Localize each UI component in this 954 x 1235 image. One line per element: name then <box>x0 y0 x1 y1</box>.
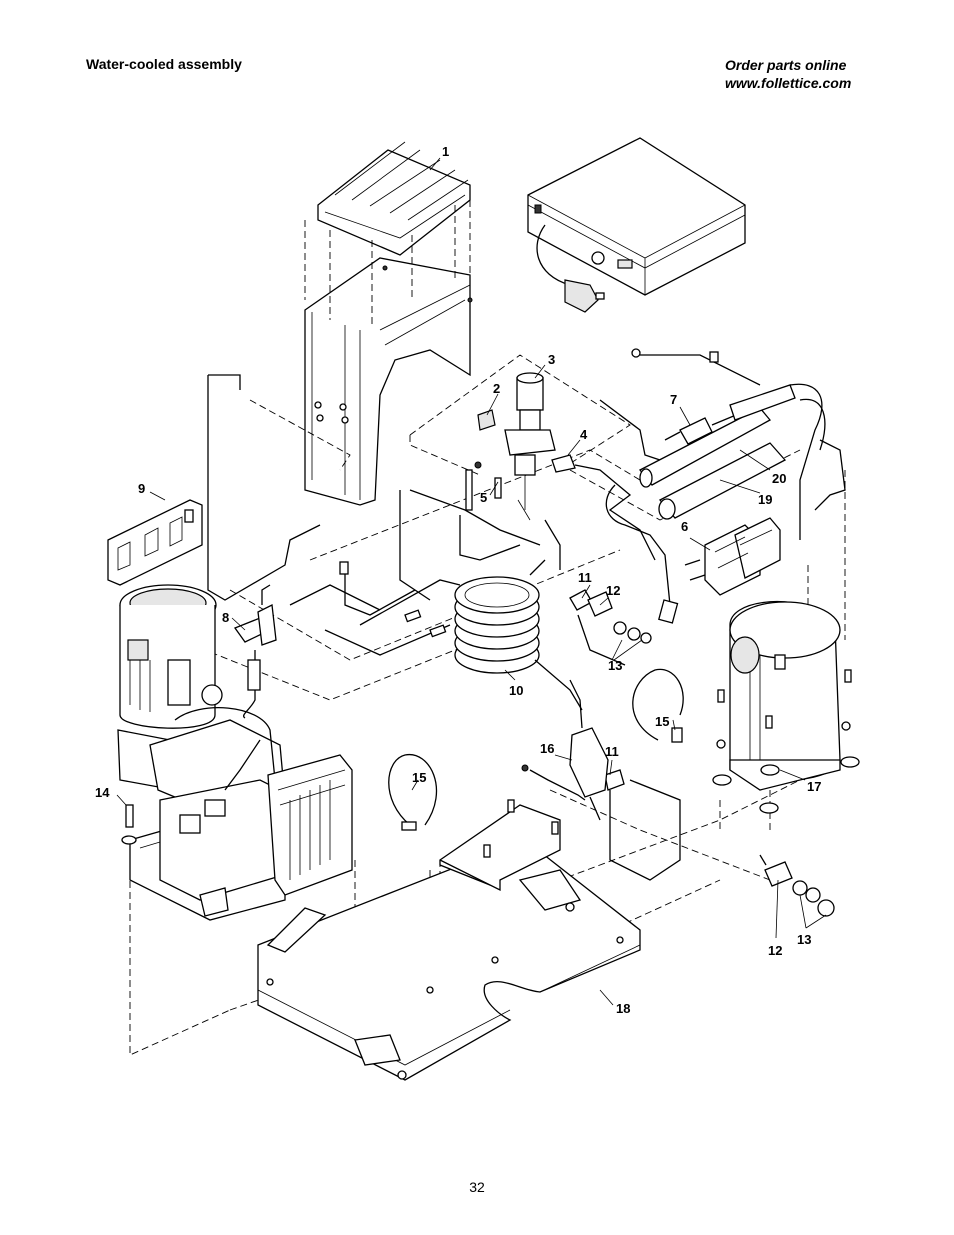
callout-7: 7 <box>670 392 677 407</box>
order-parts-text: Order parts online <box>725 57 847 73</box>
parts-2-5-valve-assembly <box>465 372 656 561</box>
part-10-condenser-coil <box>454 559 583 711</box>
page-number: 32 <box>469 1179 485 1195</box>
callout-labels: 1 2 3 4 5 6 7 8 9 10 11 11 12 12 13 13 1… <box>95 144 821 1016</box>
suction-line <box>605 484 679 624</box>
callout-1: 1 <box>442 144 449 159</box>
callout-18: 18 <box>616 1001 630 1016</box>
leader-lines <box>116 157 827 1006</box>
callout-6: 6 <box>681 519 688 534</box>
part-16-receiver <box>521 679 609 821</box>
pump-motor-assembly <box>117 584 353 921</box>
parts-7-19-20-drier-insulation <box>599 348 846 540</box>
callout-19: 19 <box>758 492 772 507</box>
callout-14: 14 <box>95 785 110 800</box>
callout-5: 5 <box>480 490 487 505</box>
order-info: Order parts online www.follettice.com <box>725 56 851 92</box>
callout-8: 8 <box>222 610 229 625</box>
part-1-cover-panel <box>304 141 473 506</box>
callout-15a: 15 <box>655 714 669 729</box>
center-mounting-plate <box>439 799 561 892</box>
callout-10: 10 <box>509 683 523 698</box>
website-link[interactable]: www.follettice.com <box>725 75 852 91</box>
callout-4: 4 <box>580 427 588 442</box>
part-9-bracket <box>107 499 203 586</box>
part-18-base-pan <box>257 839 641 1081</box>
callout-9: 9 <box>138 481 145 496</box>
parts-11-12-13-fittings <box>569 589 835 917</box>
callout-12a: 12 <box>606 583 620 598</box>
control-box <box>527 137 746 313</box>
callout-17: 17 <box>807 779 821 794</box>
part-15-straps <box>388 668 684 831</box>
callout-13b: 13 <box>797 932 811 947</box>
part-6-clips <box>684 517 781 596</box>
callout-12b: 12 <box>768 943 782 958</box>
callout-15b: 15 <box>412 770 426 785</box>
callout-2: 2 <box>493 381 500 396</box>
callout-16: 16 <box>540 741 554 756</box>
parts-8-14-hardware <box>121 584 277 845</box>
callout-13a: 13 <box>608 658 622 673</box>
refrigeration-tubing <box>207 374 561 656</box>
callout-3: 3 <box>548 352 555 367</box>
part-17-compressor <box>712 600 860 814</box>
callout-20: 20 <box>772 471 786 486</box>
page-title: Water-cooled assembly <box>86 56 242 72</box>
callout-11a: 11 <box>578 570 592 585</box>
callout-11b: 11 <box>605 744 619 759</box>
